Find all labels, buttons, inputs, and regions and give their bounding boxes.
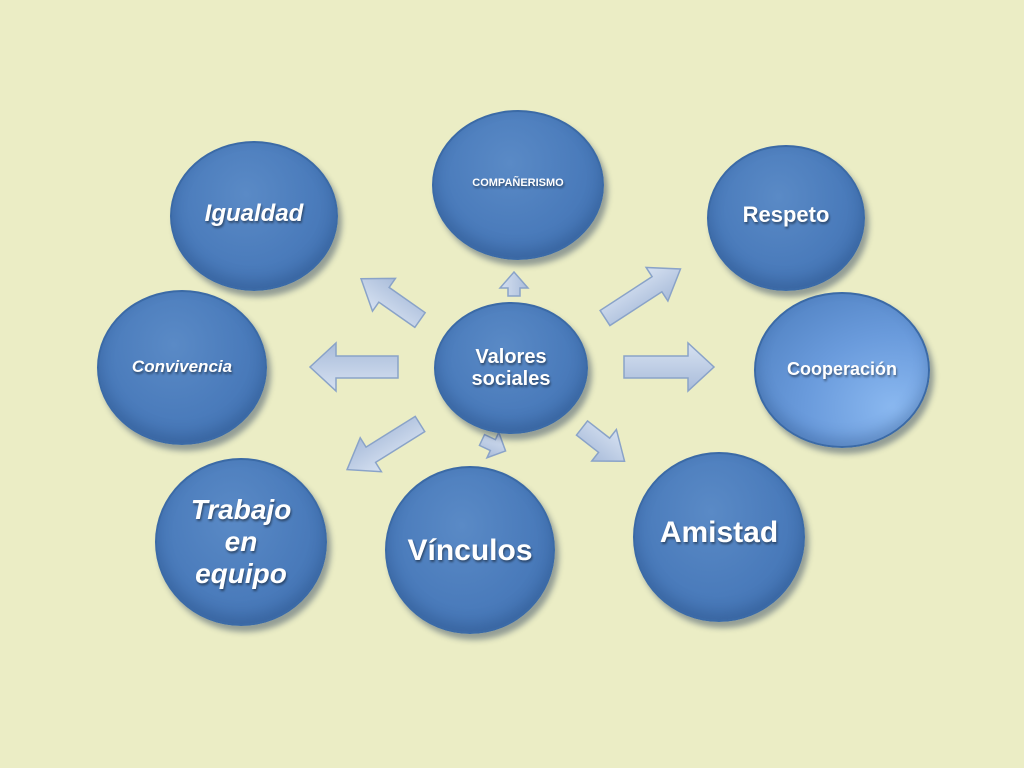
node-trabajo: Trabajo en equipo: [155, 458, 327, 626]
center-label: Valores sociales: [471, 346, 551, 390]
node-amistad: Amistad: [633, 452, 805, 622]
node-vinculos: Vínculos: [385, 466, 555, 634]
node-cooperacion-label: Cooperación: [786, 359, 897, 380]
node-trabajo-label: Trabajo en equipo: [190, 493, 292, 590]
node-igualdad: Igualdad: [170, 141, 338, 291]
node-amistad-label: Amistad: [659, 515, 779, 549]
arrow-to-respeto: [599, 266, 682, 327]
arrow-to-igualdad: [359, 277, 427, 329]
node-igualdad-label: Igualdad: [204, 199, 304, 227]
node-cooperacion: Cooperación: [754, 292, 930, 448]
arrow-to-companerismo: [498, 270, 530, 297]
arrow-to-amistad: [575, 419, 626, 463]
center-node: Valores sociales: [434, 302, 588, 434]
node-companerismo: COMPAÑERISMO: [432, 110, 604, 260]
arrow-to-convivencia: [308, 341, 399, 393]
node-companerismo-label: COMPAÑERISMO: [472, 176, 564, 189]
arrow-to-cooperacion: [623, 341, 716, 393]
arrow-to-vinculos: [478, 430, 507, 460]
node-respeto-label: Respeto: [742, 201, 830, 227]
node-convivencia-label: Convivencia: [131, 357, 233, 377]
node-vinculos-label: Vínculos: [407, 533, 533, 567]
arrow-to-trabajo: [345, 415, 426, 473]
node-convivencia: Convivencia: [97, 290, 267, 445]
node-respeto: Respeto: [707, 145, 865, 291]
